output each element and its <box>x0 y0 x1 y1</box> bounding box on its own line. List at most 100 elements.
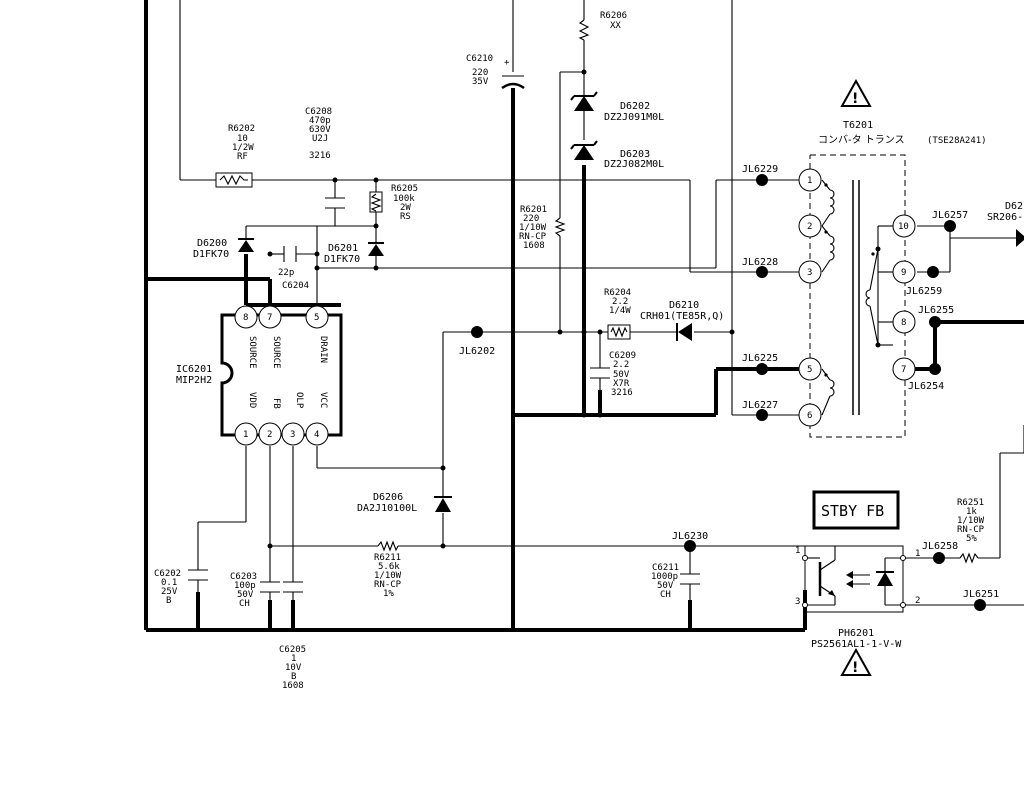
capacitor-c6209: C6209 2.2 50V X7R 3216 <box>590 351 636 398</box>
capacitor-c6205: C6205 1 10V B 1608 <box>279 581 306 691</box>
t6201-ref: T6201 <box>843 120 873 131</box>
r6211-l1: 5.6k <box>378 562 400 572</box>
ic-pin-8-name: SOURCE <box>247 336 257 369</box>
jl6202-label: JL6202 <box>459 346 495 357</box>
resistor-r6251: R6251 1k 1/10W RN-CP 5% <box>957 498 985 564</box>
diode-d6200: D6200 D1FK70 <box>193 238 254 260</box>
d62xx-ref: D62 <box>1005 201 1023 212</box>
c6202-l1: 0.1 <box>161 578 177 588</box>
c6205-l1: 1 <box>291 654 296 664</box>
zener-d6202: D6202 DZ2J091M0L <box>570 91 664 140</box>
t6201-part: (TSE28A241) <box>927 136 987 146</box>
ic-pin-1: 1 <box>243 430 248 440</box>
t-pin-10: 10 <box>898 222 909 232</box>
jumper-jl6230: JL6230 <box>672 531 708 552</box>
c6205-ref: C6205 <box>279 645 306 655</box>
opto-pin-3: 3 <box>795 597 800 607</box>
c6204-ref: C6204 <box>282 281 309 291</box>
c6203-ref: C6203 <box>230 572 257 582</box>
jumper-jl6251: JL6251 <box>963 589 999 611</box>
r6251-l2: 1/10W <box>957 516 985 526</box>
t-pin-8: 8 <box>901 318 906 328</box>
c6205-l4: 1608 <box>282 681 304 691</box>
ic-pin-5-name: DRAIN <box>318 336 328 363</box>
opto-pin-2: 2 <box>915 596 920 606</box>
opto-pin-1-right: 1 <box>915 549 920 559</box>
d6206-part: DA2J10100L <box>357 503 417 514</box>
warning-mark-top: ! <box>852 91 858 107</box>
c6211-ref: C6211 <box>652 563 679 573</box>
jumper-jl6257: JL6257 <box>932 210 968 232</box>
diode-d6206: D6206 DA2J10100L <box>357 492 452 514</box>
jumper-jl6259: JL6259 <box>906 266 942 297</box>
jumper-jl6225: JL6225 <box>742 353 778 375</box>
transformer-primary-pins: 1 2 3 5 6 <box>798 168 822 427</box>
r6251-l1: 1k <box>966 507 977 517</box>
jl6251-label: JL6251 <box>963 589 999 600</box>
ic-pin-5: 5 <box>314 313 319 323</box>
d6203-ref: D6203 <box>620 149 650 160</box>
d6210-part: CRH01(TE85R,Q) <box>640 311 724 322</box>
resistor-r6211: R6211 5.6k 1/10W RN-CP 1% <box>374 540 402 599</box>
c6211-l3: CH <box>660 590 671 600</box>
jumper-jl6202: JL6202 <box>459 326 495 357</box>
d6202-part: DZ2J091M0L <box>604 112 664 123</box>
capacitor-c6203: C6203 100p 50V CH <box>230 572 280 609</box>
capacitor-c6202: C6202 0.1 25V B <box>154 569 208 606</box>
c6203-l2: 50V <box>237 590 254 600</box>
t-pin-9: 9 <box>901 268 906 278</box>
r6211-l2: 1/10W <box>374 571 402 581</box>
r6251-l3: RN-CP <box>957 525 985 535</box>
r6211-l4: 1% <box>383 589 394 599</box>
warning-icon: ! <box>840 78 872 107</box>
c6208-l4: 3216 <box>309 151 331 161</box>
c6211-l1: 1000p <box>651 572 678 582</box>
jl6228-label: JL6228 <box>742 257 778 268</box>
c6205-l2: 10V <box>285 663 302 673</box>
c6209-l1: 2.2 <box>613 360 629 370</box>
c6210-value1: 220 <box>472 68 488 78</box>
r6202-l2: 1/2W <box>232 143 254 153</box>
warning-icon: ! <box>840 647 872 676</box>
jl6259-label: JL6259 <box>906 286 942 297</box>
jumper-jl6229: JL6229 <box>742 164 778 186</box>
zener-d6203: D6203 DZ2J082M0L <box>570 140 664 170</box>
capacitor-c6204: 22p C6204 <box>278 246 309 291</box>
ic-pin-4-name: VCC <box>318 392 328 408</box>
d6200-ref: D6200 <box>197 238 227 249</box>
diode-d62xx: D62 SR206- <box>987 201 1024 247</box>
ic6201-ref: IC6201 <box>176 364 212 375</box>
c6210-ref: C6210 <box>466 54 493 64</box>
jumper-jl6254: JL6254 <box>908 363 944 392</box>
t-pin-3: 3 <box>807 268 812 278</box>
resistor-r6205: R6205 100k 2W RS <box>369 184 418 222</box>
t-pin-1: 1 <box>807 176 812 186</box>
ic-pin-2: 2 <box>267 430 272 440</box>
capacitor-c6208: C6208 470p 630V U2J 3216 <box>305 107 345 209</box>
resistor-r6206: R6206 XX <box>578 11 627 41</box>
c6209-l3: X7R <box>613 379 630 389</box>
ic-pin-7-name: SOURCE <box>271 336 281 369</box>
jl6257-label: JL6257 <box>932 210 968 221</box>
r6204-l2: 1/4W <box>609 306 631 316</box>
ic-bottom-pins: 1 2 3 4 VDD FB OLP VCC <box>234 392 329 446</box>
r6205-l3: RS <box>400 212 411 222</box>
c6209-l4: 3216 <box>611 388 633 398</box>
d6200-part: D1FK70 <box>193 249 229 260</box>
r6205-l1: 100k <box>393 194 415 204</box>
r6201-l1: 220 <box>523 214 539 224</box>
d6206-ref: D6206 <box>373 492 403 503</box>
c6204-value: 22p <box>278 268 294 278</box>
r6201-l2: 1/10W <box>519 223 547 233</box>
r6211-l3: RN-CP <box>374 580 402 590</box>
c6205-l3: B <box>291 672 296 682</box>
c6208-l1: 470p <box>309 116 331 126</box>
c6210-plus: + <box>504 58 510 68</box>
warning-mark-bottom: ! <box>852 660 858 676</box>
capacitor-c6211: C6211 1000p 50V CH <box>651 563 700 600</box>
r6251-l4: 5% <box>966 534 977 544</box>
jumper-jl6255: JL6255 <box>918 305 954 328</box>
d6201-part: D1FK70 <box>324 254 360 265</box>
ic-pin-4: 4 <box>314 430 319 440</box>
